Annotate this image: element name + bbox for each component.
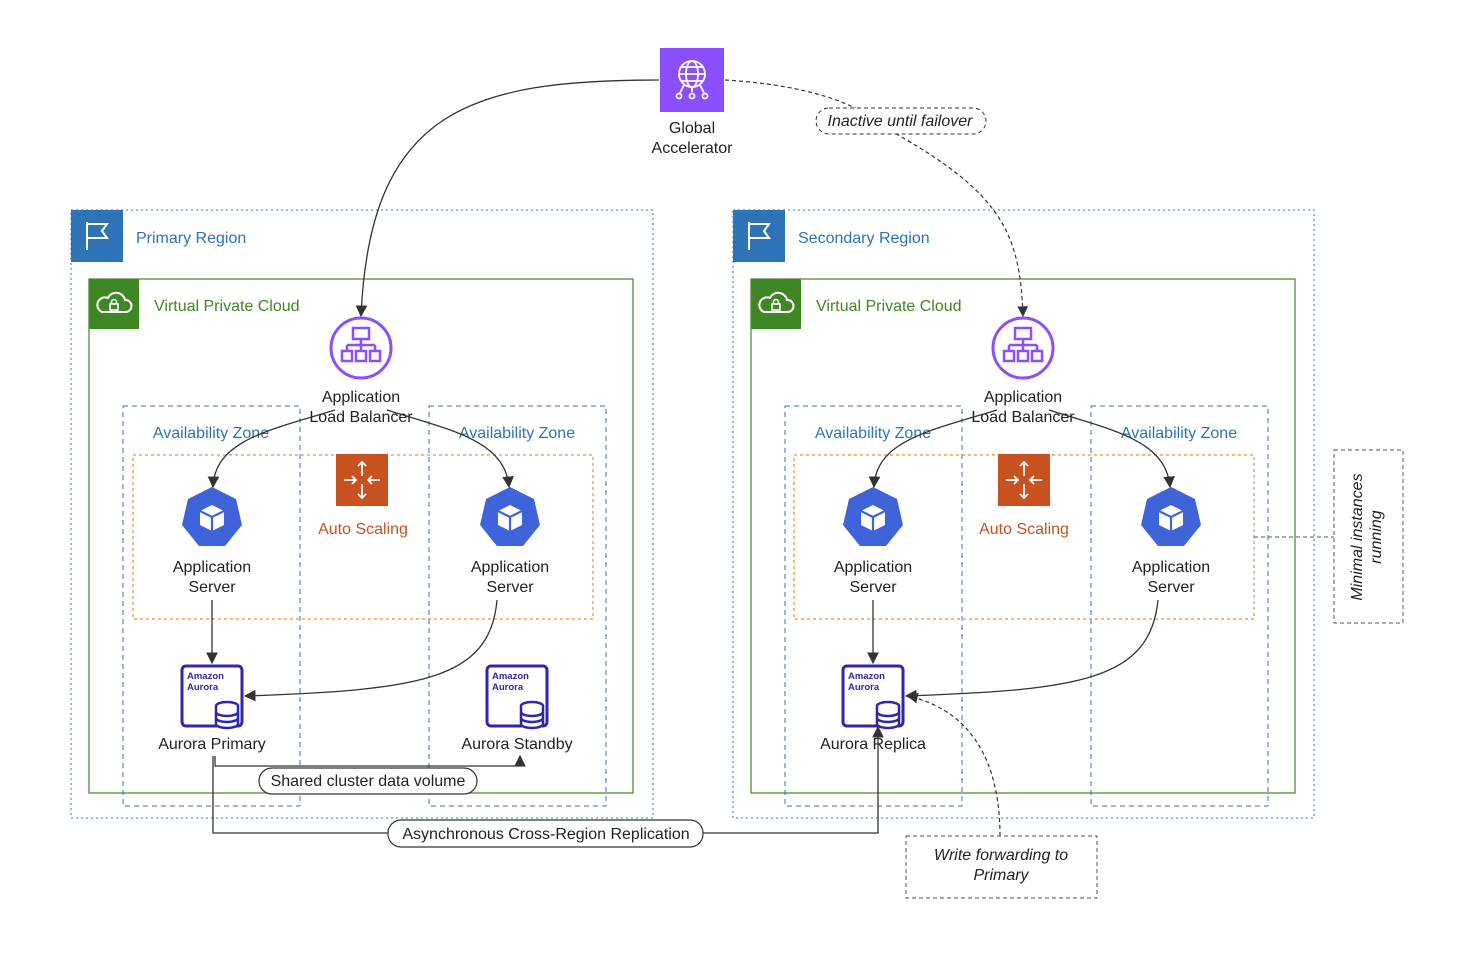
vpc-cloud-icon [750, 278, 802, 330]
accelerator-tile [660, 48, 724, 112]
write-forwarding-arrow [906, 692, 1001, 837]
server-icon [180, 485, 244, 548]
minimal-note-box [1333, 449, 1404, 624]
server-icon [478, 485, 542, 548]
shared-volume-label: Shared cluster data volume [271, 773, 466, 790]
secondary-server-right-line2: Server [1147, 579, 1195, 596]
alb-to-server-left-arrow [207, 409, 336, 489]
primary-region-title: Primary Region [136, 230, 246, 247]
server-right-to-primary-db-arrow [243, 599, 498, 702]
primary-server-left-line1: Application [173, 559, 251, 576]
aurora-primary-label: Aurora Primary [158, 736, 266, 753]
primary-server-right-line2: Server [486, 579, 534, 596]
secondary-az-left-label: Availability Zone [815, 425, 931, 442]
secondary-server-left-line1: Application [834, 559, 912, 576]
replication-label: Asynchronous Cross-Region Replication [402, 826, 689, 843]
alb-to-server-right-arrow [1048, 409, 1175, 489]
replication-pill [387, 819, 704, 848]
primary-alb-label-line1: Application [322, 389, 400, 406]
primary-server-right-line1: Application [471, 559, 549, 576]
aurora-badge-line2: Aurora [187, 682, 219, 693]
write-forwarding-line1: Write forwarding to [934, 847, 1068, 864]
failover-note-label: Inactive until failover [828, 113, 974, 130]
accelerator-label-line2: Accelerator [652, 140, 734, 157]
secondary-server-right-line1: Application [1132, 559, 1210, 576]
secondary-az-right-label: Availability Zone [1121, 425, 1237, 442]
secondary-auto-scaling-label: Auto Scaling [979, 521, 1069, 538]
accelerator-to-primary-alb-arrow [355, 79, 660, 318]
aurora-badge-line2: Aurora [848, 682, 880, 693]
aurora-replica-label: Aurora Replica [820, 736, 926, 753]
alb-to-server-left-arrow [868, 409, 998, 489]
server-icon [841, 485, 905, 548]
secondary-region-title: Secondary Region [798, 230, 930, 247]
primary-auto-scaling-label: Auto Scaling [318, 521, 408, 538]
write-forwarding-line2: Primary [973, 867, 1029, 884]
region-flag-icon [70, 209, 124, 263]
auto-scaling-icon [335, 453, 389, 507]
minimal-note-line2: running [1368, 510, 1385, 563]
secondary-vpc-title: Virtual Private Cloud [816, 298, 962, 315]
secondary-region: Secondary Region Virtual Private Cloud A… [732, 209, 1315, 819]
server-right-to-replica-db-arrow [904, 599, 1159, 702]
region-flag-icon [732, 209, 786, 263]
accelerator-label-line1: Global [669, 120, 715, 137]
write-forwarding-box [905, 835, 1098, 899]
vpc-cloud-icon [88, 278, 140, 330]
global-accelerator: Global Accelerator [652, 48, 734, 157]
globe-network-icon [675, 60, 709, 100]
minimal-note-line1: Minimal instances [1349, 473, 1366, 600]
server-icon [1139, 485, 1203, 548]
primary-vpc-title: Virtual Private Cloud [154, 298, 300, 315]
secondary-region-border [732, 209, 1315, 819]
primary-az-right-label: Availability Zone [459, 425, 575, 442]
primary-az-left [122, 405, 301, 807]
primary-az-left-label: Availability Zone [153, 425, 269, 442]
load-balancer-icon [329, 316, 393, 380]
aurora-badge-line2: Aurora [492, 682, 524, 693]
aurora-standby-label: Aurora Standby [461, 736, 572, 753]
aurora-badge-line1: Amazon [187, 671, 224, 682]
accelerator-to-secondary-alb-arrow [724, 79, 1029, 318]
secondary-vpc-border [750, 278, 1296, 794]
primary-region: Primary Region Virtual Private Cloud Ava… [70, 209, 654, 819]
shared-volume-connector [214, 754, 526, 767]
failover-note-pill [815, 107, 987, 135]
secondary-az-left [784, 405, 963, 807]
primary-az-right [428, 405, 607, 807]
load-balancer-icon [991, 316, 1055, 380]
primary-alb-label-line2: Load Balancer [309, 409, 413, 426]
aurora-badge-line1: Amazon [848, 671, 885, 682]
primary-server-left-line2: Server [188, 579, 236, 596]
secondary-az-right [1090, 405, 1269, 807]
auto-scaling-icon [997, 453, 1051, 507]
secondary-alb-label-line1: Application [984, 389, 1062, 406]
aurora-badge-line1: Amazon [492, 671, 529, 682]
secondary-alb-label-line2: Load Balancer [971, 409, 1075, 426]
primary-region-border [70, 209, 654, 819]
shared-volume-pill [258, 767, 478, 795]
alb-to-server-right-arrow [386, 409, 514, 489]
secondary-server-left-line2: Server [849, 579, 897, 596]
